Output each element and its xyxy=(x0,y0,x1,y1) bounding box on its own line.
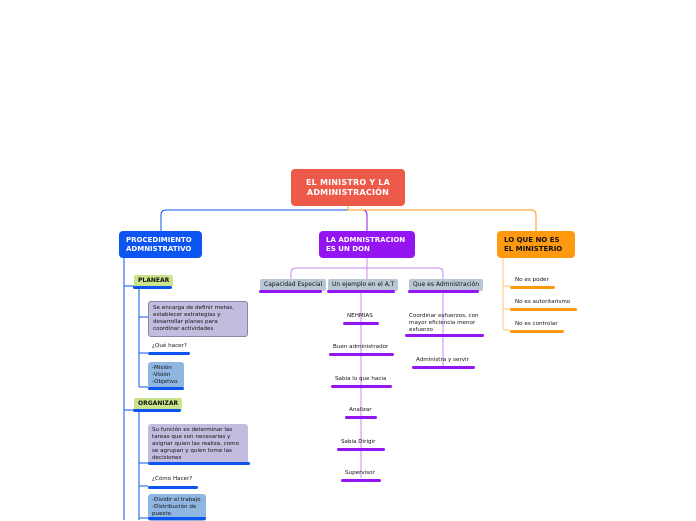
topic-que-es[interactable]: Que es Admnistración xyxy=(409,279,484,291)
underline-ejemplo xyxy=(327,290,395,293)
underline-organizar-question xyxy=(148,486,198,489)
underline-organizar xyxy=(133,409,181,412)
underline-capacidad xyxy=(259,290,322,293)
underline-planear xyxy=(133,286,172,289)
organizar-definition[interactable]: Su función es determinar las tareas que … xyxy=(148,424,248,465)
underline-ejemplo-6 xyxy=(341,479,381,482)
ejemplo-item-2[interactable]: Buen administrador xyxy=(333,344,389,350)
underline-no-es-1 xyxy=(510,286,555,289)
underline-organizar-items xyxy=(148,517,206,520)
planear-items[interactable]: -Misión -Visión -Objetivo xyxy=(148,362,184,389)
no-es-item-2[interactable]: No es autoritarismo xyxy=(515,299,571,305)
planear-question[interactable]: ¿Qué hacer? xyxy=(152,343,187,349)
topic-ejemplo[interactable]: Un ejemplo en el A.T xyxy=(328,279,399,291)
underline-que-es-2 xyxy=(412,366,475,369)
branch-procedimiento[interactable]: PROCEDIMIENTO ADMNISTRATIVO xyxy=(119,231,202,258)
underline-ejemplo-4 xyxy=(345,416,377,419)
ejemplo-item-5[interactable]: Sabia Dirigir xyxy=(341,439,376,445)
topic-planear[interactable]: PLANEAR xyxy=(134,275,174,287)
branch-don[interactable]: LA ADMNISTRACION ES UN DON xyxy=(319,231,415,258)
link-root-noes xyxy=(347,206,537,231)
link-root-procedimiento xyxy=(160,206,349,231)
no-es-item-3[interactable]: No es controlar xyxy=(515,321,558,327)
underline-planear-items xyxy=(148,387,184,390)
no-es-item-1[interactable]: No es poder xyxy=(515,277,549,283)
underline-que-es xyxy=(408,290,479,293)
underline-no-es-3 xyxy=(510,330,564,333)
underline-que-es-1 xyxy=(405,334,484,337)
link-don-split xyxy=(290,258,444,279)
ejemplo-item-6[interactable]: Supervisor xyxy=(345,470,375,476)
organizar-question[interactable]: ¿Cómo Hacer? xyxy=(152,476,193,482)
que-es-item-2[interactable]: Administra y servir xyxy=(416,357,469,363)
underline-ejemplo-5 xyxy=(337,448,385,451)
ejemplo-item-1[interactable]: NEHMIAS xyxy=(347,313,373,319)
topic-capacidad[interactable]: Capacidad Especial xyxy=(260,279,327,291)
root-node[interactable]: EL MINISTRO Y LA ADMINISTRACIÓN xyxy=(291,169,405,206)
underline-ejemplo-2 xyxy=(329,353,394,356)
que-es-item-1[interactable]: Coordinar esfuerzos, con mayor eficienci… xyxy=(409,313,479,333)
underline-no-es-2 xyxy=(510,308,577,311)
ejemplo-item-4[interactable]: Analizar xyxy=(349,407,372,413)
topic-organizar[interactable]: ORGANIZAR xyxy=(134,398,183,410)
branch-no-es[interactable]: LO QUE NO ES EL MINISTERIO xyxy=(497,231,575,258)
underline-ejemplo-1 xyxy=(343,322,379,325)
underline-ejemplo-3 xyxy=(331,385,392,388)
planear-definition[interactable]: Se encarga de definir metas, establecer … xyxy=(148,301,248,337)
underline-planear-question xyxy=(148,352,190,355)
underline-organizar-definition xyxy=(148,462,250,465)
organizar-items[interactable]: -Dividir el trabajo -Distribución de pue… xyxy=(148,494,206,521)
ejemplo-item-3[interactable]: Sabia lo que hacia xyxy=(335,376,387,382)
